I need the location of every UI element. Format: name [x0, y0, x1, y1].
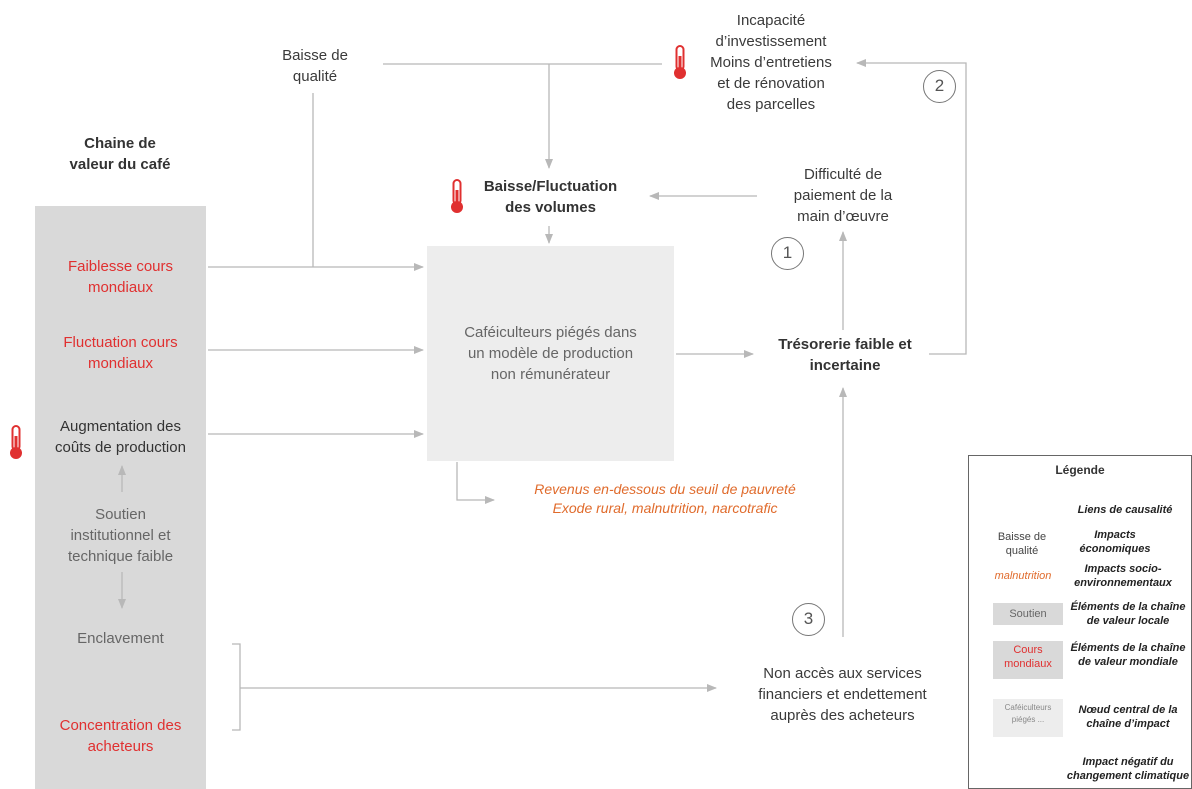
node-revenus: Revenus en-dessous du seuil de pauvreté … [534, 481, 796, 516]
legend-text-socio: Impacts socio-environnementaux [1074, 563, 1172, 589]
loop-number-2: 2 [923, 70, 956, 103]
thermometer-icon [451, 179, 463, 213]
legend-sample-local: Soutien [993, 603, 1063, 625]
local-value-chain-column [35, 206, 206, 789]
node-non-acces: Non accès aux services financiers et end… [758, 665, 927, 724]
legend-sample-socio: malnutrition [994, 570, 1052, 582]
legend-text-climate: Impact négatif du changement climatique [1066, 756, 1190, 782]
node-baisse-qualite: Baisse de qualité [282, 47, 348, 85]
legend-sample-economic: Baisse de qualité [997, 531, 1047, 557]
node-soutien: Soutien institutionnel et technique faib… [67, 506, 174, 565]
node-tresorerie: Trésorerie faible et incertaine [778, 336, 912, 374]
node-difficulte: Difficulté de paiement de la main d’œuvr… [793, 166, 893, 225]
column-title-line2: valeur du café [69, 156, 171, 173]
legend-sample-central: Caféiculteurs piégés ... [993, 699, 1063, 737]
arrow-central-to-revenus [456, 462, 495, 504]
node-incapacite: Incapacité d’investissement Moins d’entr… [710, 12, 832, 113]
thermometer-icon [10, 425, 22, 459]
loop-number-1: 1 [771, 237, 804, 270]
legend-text-causalite: Liens de causalité [1077, 504, 1173, 516]
bracket [232, 643, 241, 731]
node-central: Caféiculteurs piégés dans un modèle de p… [464, 324, 637, 383]
central-node-box [427, 246, 674, 461]
node-enclavement: Enclavement [77, 630, 164, 647]
node-concentration: Concentration des acheteurs [59, 717, 182, 755]
legend-text-central: Nœud central de la chaîne d’impact [1078, 704, 1178, 730]
thermometer-icon [674, 45, 686, 79]
legend-text-global: Éléments de la chaîne de valeur mondiale [1070, 642, 1186, 668]
legend-sample-global: Cours mondiaux [993, 641, 1063, 679]
legend-title: Légende [1055, 463, 1105, 477]
legend-text-local: Éléments de la chaîne de valeur locale [1070, 601, 1186, 627]
legend-text-economic: Impacts économiques [1079, 529, 1151, 555]
node-baisse-volumes: Baisse/Fluctuation des volumes [483, 178, 618, 216]
node-faiblesse-cours: Faiblesse cours mondiaux [67, 258, 174, 296]
column-title-line1: Chaine de [84, 135, 156, 152]
loop-number-3: 3 [792, 603, 825, 636]
arrow-tresorerie-to-incapacite [856, 59, 967, 355]
node-augmentation-couts: Augmentation des coûts de production [55, 418, 186, 456]
node-fluctuation-cours: Fluctuation cours mondiaux [63, 334, 178, 372]
